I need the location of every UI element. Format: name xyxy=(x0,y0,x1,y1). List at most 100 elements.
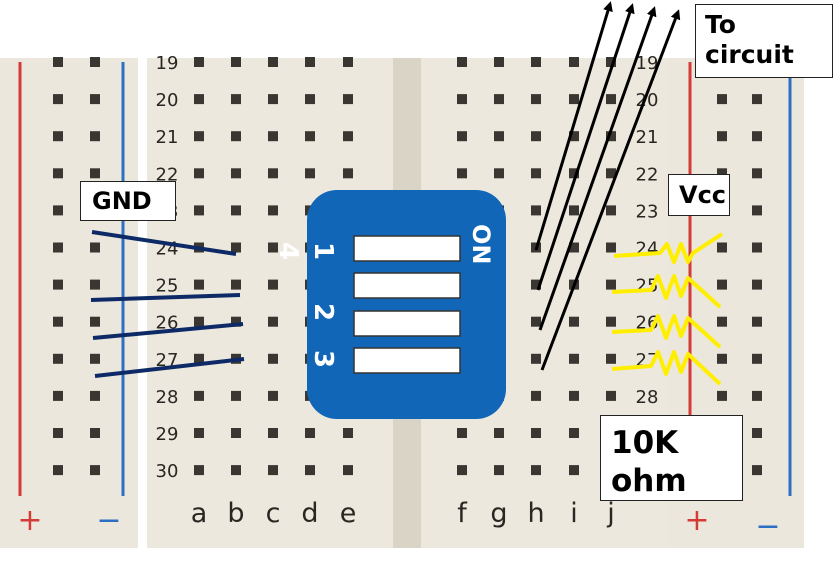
breadboard-hole xyxy=(569,316,579,327)
to-circuit-label-line1: To xyxy=(705,10,736,39)
breadboard-hole xyxy=(268,168,278,179)
resistor-value-line2: ohm xyxy=(611,463,687,499)
rail-hole xyxy=(752,428,762,438)
breadboard-hole xyxy=(494,131,504,142)
resistor-4 xyxy=(611,350,722,386)
breadboard-hole xyxy=(268,390,278,401)
breadboard-hole xyxy=(305,465,315,476)
rail-hole xyxy=(752,316,762,327)
breadboard-hole xyxy=(343,57,353,67)
rail-hole xyxy=(752,353,762,364)
rail-hole xyxy=(752,205,762,216)
breadboard-hole xyxy=(305,428,315,438)
column-letter-f: f xyxy=(457,498,468,529)
breadboard-hole xyxy=(343,465,353,476)
dip-switch-slot-3[interactable] xyxy=(353,310,461,337)
breadboard-hole xyxy=(268,242,278,253)
row-number-left: 19 xyxy=(156,53,179,74)
breadboard-hole xyxy=(194,390,204,401)
breadboard-hole xyxy=(231,465,241,476)
resistor-value-label: 10K ohm xyxy=(600,415,743,501)
breadboard-hole xyxy=(194,131,204,142)
rail-hole xyxy=(53,94,63,105)
rail-hole xyxy=(53,353,63,364)
rail-hole xyxy=(717,279,727,290)
breadboard-hole xyxy=(531,94,541,105)
row-number-left: 28 xyxy=(156,387,179,408)
breadboard-hole xyxy=(494,168,504,179)
rail-hole xyxy=(90,242,100,253)
breadboard-hole xyxy=(231,168,241,179)
breadboard-hole xyxy=(531,316,541,327)
breadboard-hole xyxy=(268,353,278,364)
breadboard-hole xyxy=(531,428,541,438)
rail-hole xyxy=(53,168,63,179)
breadboard-hole xyxy=(194,57,204,67)
breadboard-hole xyxy=(606,279,616,290)
rail-hole xyxy=(53,57,63,67)
dip-switch-slot-2[interactable] xyxy=(353,272,461,299)
dip-switch-number-1: 1 xyxy=(308,241,338,261)
column-letter-i: i xyxy=(570,498,578,529)
left-power-rail-strip xyxy=(0,58,138,548)
breadboard-hole xyxy=(231,316,241,327)
column-letter-g: g xyxy=(490,498,507,529)
rail-hole xyxy=(717,316,727,327)
breadboard-hole xyxy=(569,131,579,142)
breadboard-hole xyxy=(194,205,204,216)
breadboard-hole xyxy=(268,279,278,290)
rail-hole xyxy=(752,94,762,105)
breadboard-hole xyxy=(494,57,504,67)
breadboard-hole xyxy=(606,131,616,142)
resistor-2 xyxy=(611,274,722,309)
breadboard-hole xyxy=(305,57,315,67)
row-number-left: 22 xyxy=(156,164,179,185)
to-circuit-arrow-1 xyxy=(534,1,613,251)
gnd-wire-2 xyxy=(90,293,241,302)
column-letter-d: d xyxy=(301,498,318,529)
column-letter-j: j xyxy=(606,498,615,529)
dip-switch-slot-1[interactable] xyxy=(353,235,461,262)
breadboard-hole xyxy=(457,465,467,476)
breadboard-hole xyxy=(569,205,579,216)
row-number-right: 19 xyxy=(636,53,659,74)
breadboard-hole xyxy=(569,168,579,179)
breadboard-hole xyxy=(569,242,579,253)
breadboard-hole xyxy=(194,279,204,290)
dip-switch-slot-4[interactable] xyxy=(353,347,461,374)
breadboard-hole xyxy=(494,428,504,438)
breadboard-hole xyxy=(457,428,467,438)
rail-hole xyxy=(90,94,100,105)
breadboard-hole xyxy=(194,316,204,327)
rail-hole xyxy=(90,465,100,476)
breadboard-hole xyxy=(231,428,241,438)
dip-switch-number-4: 4 xyxy=(273,241,303,261)
rail-hole xyxy=(53,428,63,438)
breadboard-hole xyxy=(531,353,541,364)
right-rail-minus-sign: − xyxy=(755,509,780,544)
rail-hole xyxy=(752,279,762,290)
rail-hole xyxy=(90,57,100,67)
rail-hole xyxy=(53,279,63,290)
breadboard-hole xyxy=(194,353,204,364)
column-letter-c: c xyxy=(266,498,281,529)
breadboard-hole xyxy=(194,465,204,476)
breadboard-hole xyxy=(268,465,278,476)
column-letter-e: e xyxy=(340,498,357,529)
row-number-right: 21 xyxy=(636,127,659,148)
rail-hole xyxy=(53,465,63,476)
gnd-wire-4 xyxy=(94,357,245,378)
row-number-left: 30 xyxy=(156,461,179,482)
breadboard-hole xyxy=(606,353,616,364)
breadboard-hole xyxy=(457,168,467,179)
rail-hole xyxy=(717,242,727,253)
breadboard-hole xyxy=(569,465,579,476)
breadboard-hole xyxy=(231,390,241,401)
breadboard-hole xyxy=(343,131,353,142)
row-number-left: 21 xyxy=(156,127,179,148)
breadboard-hole xyxy=(231,57,241,67)
breadboard-hole xyxy=(268,131,278,142)
gnd-label: GND xyxy=(80,181,176,221)
breadboard-hole xyxy=(268,205,278,216)
rail-hole xyxy=(90,131,100,142)
